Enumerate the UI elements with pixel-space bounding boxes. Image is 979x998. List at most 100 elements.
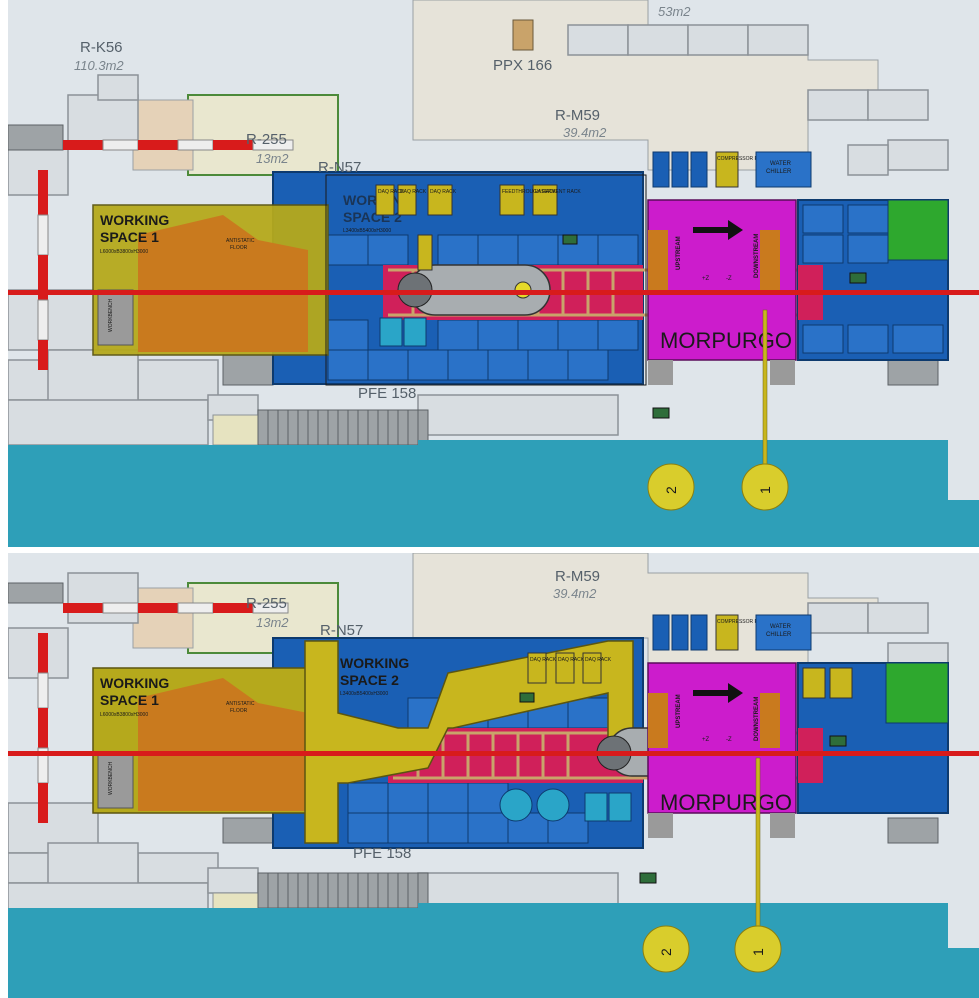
working-space-2-outline — [325, 174, 647, 386]
antistatic-label-2: FLOOR — [230, 245, 248, 251]
room-label-r-m59: R-M59 — [555, 107, 600, 124]
barrier-vertical — [37, 170, 49, 370]
workbench-label: WORKBENCH — [108, 299, 114, 332]
small-racks — [652, 151, 739, 188]
survey-line — [755, 757, 761, 944]
arrow-right-icon — [693, 683, 743, 703]
ws2-label-line1: WORKING — [340, 655, 409, 671]
morpurgo-label: MORPURGO — [660, 790, 792, 815]
ws1-label-line2: SPACE 1 — [100, 229, 159, 245]
daq-rack-3: DAQ RACK — [430, 189, 457, 195]
cabinet-a — [379, 317, 403, 347]
room-area-top: 53m2 — [658, 4, 691, 19]
ws2-dims: L3400xB5400xH3000 — [340, 691, 388, 697]
daq-rack-3: DAQ RACK — [585, 657, 612, 663]
wall-blocks-top — [8, 24, 949, 446]
racks-bottom — [527, 652, 602, 684]
room-label-pfe158: PFE 158 — [358, 385, 416, 402]
stairs-lower — [8, 582, 939, 909]
feedthrough-rack: FEEDTHROUGH RACK — [502, 189, 557, 195]
green-module — [887, 199, 949, 261]
downstream-coil — [760, 693, 780, 748]
marker-1 — [741, 463, 789, 511]
upstream-label: UPSTREAM — [676, 694, 682, 728]
daq-rack-2: DAQ RACK — [400, 189, 427, 195]
ws1-label-line1: WORKING — [100, 675, 169, 691]
device-icon — [562, 234, 578, 245]
marker-2 — [647, 463, 695, 511]
room-label-r-255: R-255 — [246, 595, 287, 612]
workbench-label: WORKBENCH — [108, 762, 114, 795]
marker-2-label: 2 — [663, 486, 679, 494]
small-racks — [652, 614, 739, 651]
barrier-vertical — [37, 633, 49, 823]
antistatic-floor — [138, 678, 308, 811]
marker-2-label: 2 — [658, 948, 674, 956]
plus-z-label: +Z — [702, 737, 710, 743]
daq-rack-1: DAQ RACK — [530, 657, 557, 663]
room-area-r-m59: 39.4m2 — [563, 125, 607, 140]
round-cabinet-b — [536, 788, 570, 822]
room-r-255 — [187, 94, 339, 176]
round-cabinet-a — [499, 788, 533, 822]
rack-right-a — [802, 667, 826, 699]
room-label-pfe158: PFE 158 — [353, 845, 411, 862]
ws1-label-line2: SPACE 1 — [100, 692, 159, 708]
marker-2 — [642, 925, 690, 973]
workbench — [97, 752, 134, 809]
cabinet-b — [608, 792, 632, 822]
minus-z-label: -Z — [726, 276, 732, 282]
marker-1 — [734, 925, 782, 973]
arrow-right-icon — [693, 220, 743, 240]
stair-room — [132, 99, 194, 171]
beam-line — [8, 290, 979, 295]
room-label-r-m59: R-M59 — [555, 568, 600, 585]
ws1-dims: L6000xB3800xH3000 — [100, 249, 148, 255]
room-label-r-255: R-255 — [246, 131, 287, 148]
ws1-label-line1: WORKING — [100, 212, 169, 228]
magnet-foot-left — [648, 360, 673, 385]
antistatic-floor — [138, 215, 308, 352]
stair-room — [132, 587, 194, 649]
blue-tiles-right — [802, 204, 944, 354]
compressor-rack: COMPRESSOR RACK — [717, 156, 769, 162]
water-chiller-label-1: WATER — [770, 624, 792, 630]
water-chiller-label-2: CHILLER — [766, 169, 792, 175]
layout-panel-top: WORKING SPACE 1 L6000xB3800xH3000 ANTIST… — [8, 0, 979, 547]
device-icon — [639, 872, 657, 884]
green-module — [885, 662, 949, 724]
downstream-coil — [760, 230, 780, 290]
sea-area — [8, 903, 979, 998]
ws2-label-line2: SPACE 2 — [340, 672, 399, 688]
daq-rack-2: DAQ RACK — [558, 657, 585, 663]
rack-right-b — [829, 667, 853, 699]
workbench — [97, 289, 134, 346]
room-area-r-255: 13m2 — [256, 151, 289, 166]
room-area-r-m59: 39.4m2 — [553, 586, 597, 601]
water-chiller-label-1: WATER — [770, 161, 792, 167]
room-label-r-n57: R-N57 — [318, 159, 361, 176]
magnet-foot-left — [648, 813, 673, 838]
ppx-pillar — [512, 19, 534, 51]
racks-top — [375, 184, 558, 216]
magnet-foot-right — [770, 360, 795, 385]
cabinet-a — [584, 792, 608, 822]
room-label-ppx166: PPX 166 — [493, 57, 552, 74]
water-chiller-label-2: CHILLER — [766, 632, 792, 638]
upstream-coil — [648, 693, 668, 748]
device-icon — [849, 272, 867, 284]
marker-1-label: 1 — [757, 486, 773, 494]
upstream-coil — [648, 230, 668, 290]
compressor-rack: COMPRESSOR RACK — [717, 619, 769, 625]
layout-panel-bottom: WORKING SPACE 1 L6000xB3800xH3000 ANTIST… — [8, 553, 979, 998]
morpurgo-label: MORPURGO — [660, 328, 792, 353]
room-label-r-k56: R-K56 — [80, 39, 123, 56]
downstream-label: DOWNSTREAM — [754, 234, 760, 278]
stairs-lower — [8, 124, 939, 446]
antistatic-label-1: ANTISTATIC — [226, 701, 255, 707]
magnet-foot-right — [770, 813, 795, 838]
water-chiller — [755, 151, 812, 188]
plus-z-label: +Z — [702, 276, 710, 282]
room-label-r-n57: R-N57 — [320, 622, 363, 639]
room-area-r-255: 13m2 — [256, 615, 289, 630]
